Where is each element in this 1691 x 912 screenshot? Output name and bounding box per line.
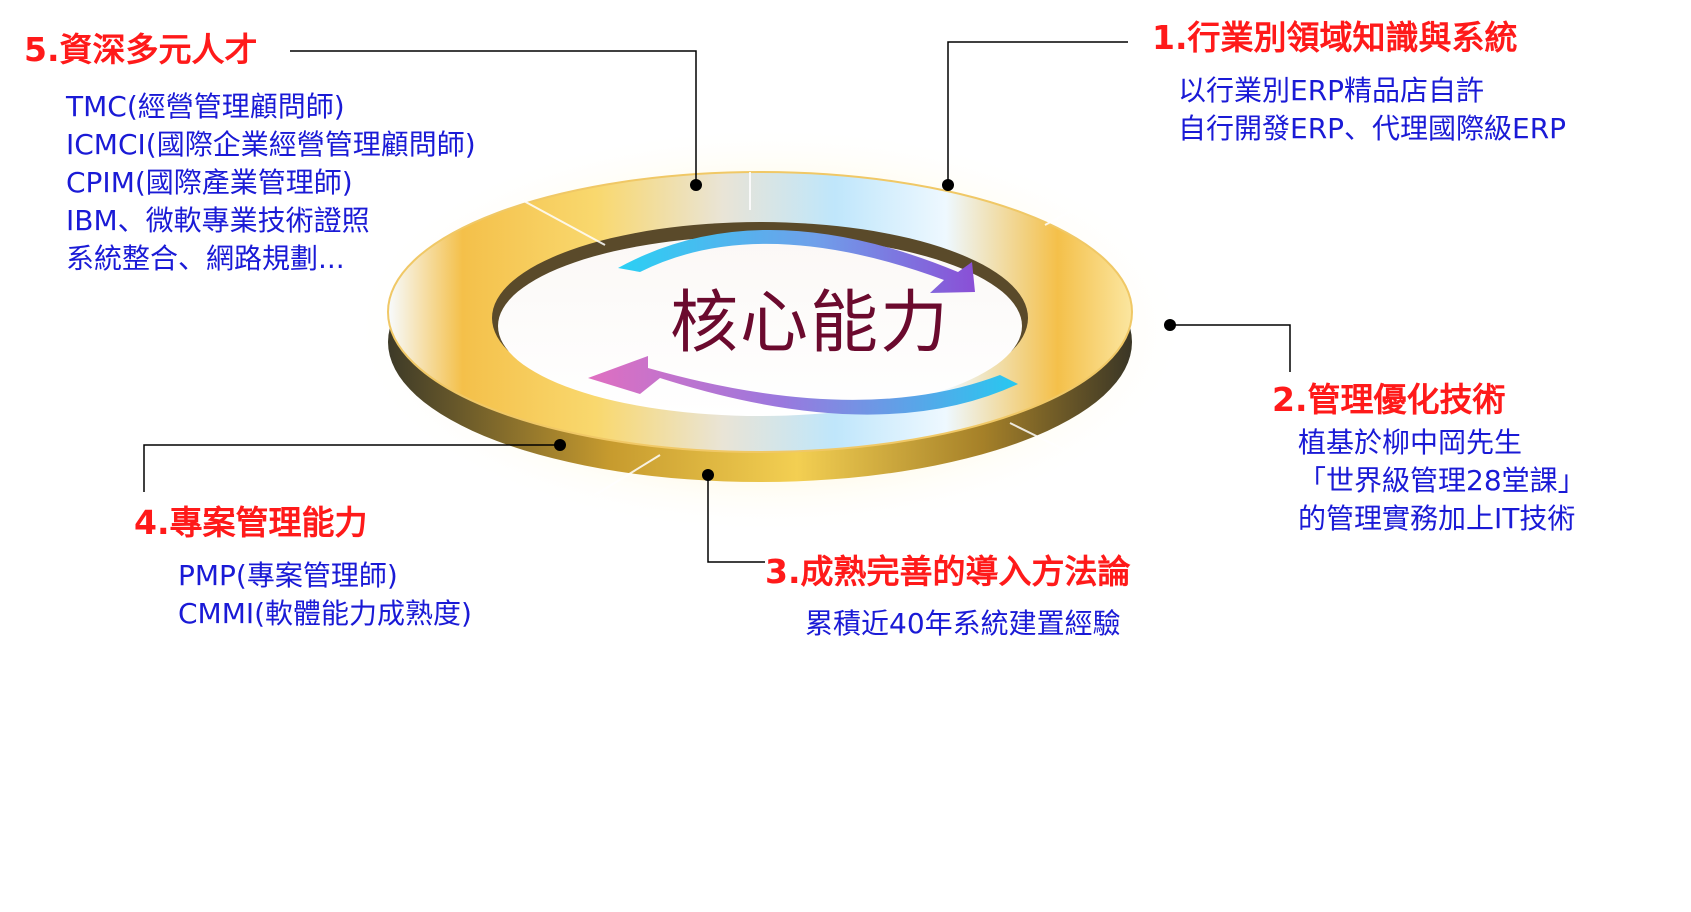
item-2-heading: 2.管理優化技術 <box>1272 380 1506 419</box>
item-1-line-1: 以行業別ERP精品店自許 <box>1178 74 1485 107</box>
item-2-body: 植基於柳中岡先生 「世界級管理28堂課」 的管理實務加上IT技術 <box>1298 424 1586 538</box>
item-1-line-2: 自行開發ERP、代理國際級ERP <box>1178 112 1567 145</box>
ring-dividers <box>521 172 1096 496</box>
item-3-line-1: 累積近40年系統建置經驗 <box>805 607 1121 640</box>
item-5-heading: 5.資深多元人才 <box>24 30 258 69</box>
item-4-line-2: CMMI(軟體能力成熟度) <box>178 597 472 630</box>
item-5-line-2: ICMCI(國際企業經營管理顧問師) <box>66 128 476 161</box>
item-5-line-4: IBM、微軟專業技術證照 <box>66 204 370 237</box>
item-3-body: 累積近40年系統建置經驗 <box>805 605 1121 643</box>
arrow-lower <box>588 356 1018 415</box>
leader-dots <box>554 179 1176 481</box>
item-5-body: TMC(經營管理顧問師) ICMCI(國際企業經營管理顧問師) CPIM(國際產… <box>66 88 476 278</box>
item-1-body: 以行業別ERP精品店自許 自行開發ERP、代理國際級ERP <box>1178 72 1566 148</box>
item-1-heading: 1.行業別領域知識與系統 <box>1152 18 1518 57</box>
item-5-line-3: CPIM(國際產業管理師) <box>66 166 353 199</box>
item-4-body: PMP(專案管理師) CMMI(軟體能力成熟度) <box>178 557 472 633</box>
arrow-upper <box>618 229 975 293</box>
item-4-heading: 4.專案管理能力 <box>134 503 368 542</box>
item-3-heading: 3.成熟完善的導入方法論 <box>765 552 1131 591</box>
item-5-line-1: TMC(經營管理顧問師) <box>66 90 345 123</box>
item-2-line-1: 植基於柳中岡先生 <box>1298 426 1523 459</box>
center-title: 核心能力 <box>670 284 951 363</box>
leader-lines <box>143 41 1291 563</box>
item-2-line-2: 「世界級管理28堂課」 <box>1298 464 1586 497</box>
item-4-line-1: PMP(專案管理師) <box>178 559 398 592</box>
item-2-line-3: 的管理實務加上IT技術 <box>1298 502 1576 535</box>
item-5-line-5: 系統整合、網路規劃... <box>66 242 345 275</box>
